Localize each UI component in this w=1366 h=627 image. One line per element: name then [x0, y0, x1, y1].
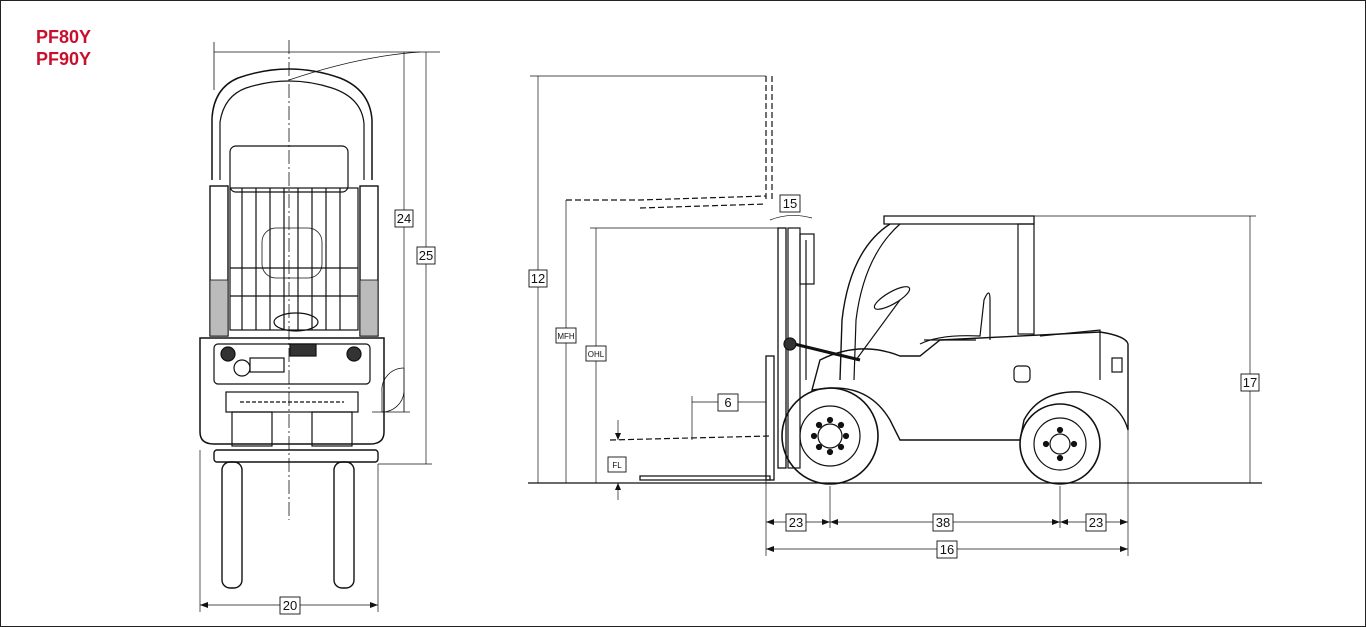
dim-label-20: 20 — [283, 598, 297, 613]
model-name-2: PF90Y — [36, 49, 92, 69]
dim-label-fl: FL — [612, 461, 622, 470]
dim-label-16: 16 — [940, 542, 954, 557]
model-names: PF80Y PF90Y — [36, 26, 91, 70]
dim-label-24: 24 — [397, 211, 411, 226]
dim-label-38: 38 — [936, 515, 950, 530]
dim-label-15: 15 — [783, 196, 797, 211]
dim-label-23-rear: 23 — [1089, 515, 1103, 530]
dimension-labels: 24 25 20 12 MFH OHL FL 6 15 17 23 38 23 … — [279, 194, 1260, 615]
dim-label-mfh: MFH — [557, 332, 575, 341]
dim-label-12: 12 — [531, 271, 545, 286]
side-view — [528, 75, 1262, 556]
model-name-1: PF80Y — [36, 27, 92, 47]
dim-label-17: 17 — [1243, 375, 1257, 390]
dim-label-ohl: OHL — [588, 350, 605, 359]
dim-label-25: 25 — [419, 248, 433, 263]
dim-label-23-front: 23 — [789, 515, 803, 530]
front-view — [199, 40, 440, 612]
dim-label-6: 6 — [724, 395, 731, 410]
